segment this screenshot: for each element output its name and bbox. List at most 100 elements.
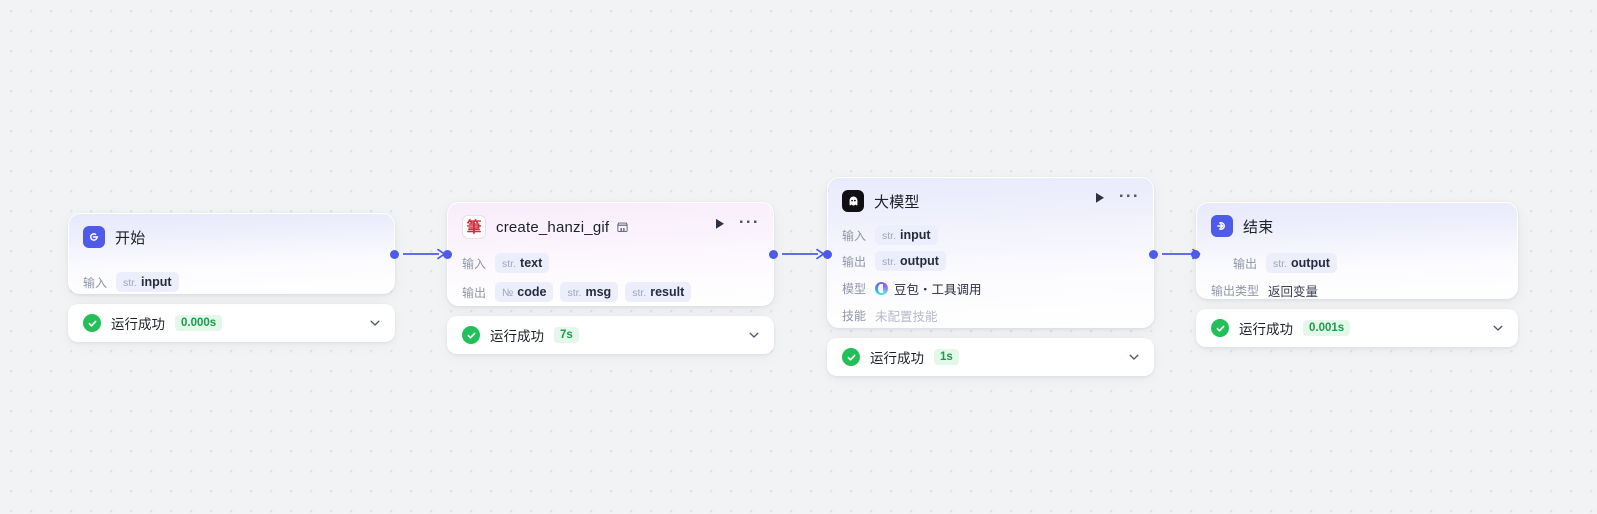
more-icon[interactable]: ··· — [1118, 186, 1140, 205]
node-end-header: 结束 — [1197, 203, 1517, 243]
node-llm-status-bar[interactable]: 运行成功 1s — [827, 338, 1154, 376]
node-end-row-output: 输出 str.output — [1211, 251, 1503, 275]
node-plugin-header: 筆 create_hanzi_gif — [448, 203, 773, 245]
pill-name: code — [517, 285, 547, 299]
connector-start-to-plugin — [403, 248, 446, 260]
end-arrow-icon — [1211, 215, 1233, 237]
port-plugin-output[interactable] — [769, 250, 778, 259]
row-label: 输入 — [842, 228, 867, 243]
chevron-down-icon[interactable] — [1491, 321, 1505, 335]
output-type-value: 返回变量 — [1268, 284, 1319, 299]
pill-name: output — [900, 254, 939, 268]
node-start-title: 开始 — [115, 229, 146, 247]
node-plugin-actions[interactable]: ··· — [714, 212, 760, 231]
node-llm-row-input: 输入 str.input — [842, 223, 1139, 247]
node-start[interactable]: 开始 输入 str.input 运行成功 0.000s — [68, 213, 395, 342]
check-icon — [83, 314, 101, 332]
port-start-output[interactable] — [390, 250, 399, 259]
pill-name: output — [1291, 256, 1330, 270]
param-pill-input[interactable]: str.input — [875, 225, 938, 245]
brush-hanzi-icon: 筆 — [462, 215, 486, 239]
row-label: 输出 — [842, 254, 867, 269]
row-label: 输出 — [462, 285, 487, 300]
chevron-down-icon[interactable] — [1127, 350, 1141, 364]
node-llm-row-model: 模型 豆包・工具调用 — [842, 276, 1139, 300]
node-start-row-input: 输入 str.input — [83, 270, 380, 293]
node-llm-header: 大模型 ··· — [828, 178, 1153, 218]
llm-ghost-icon — [842, 190, 864, 212]
check-icon — [842, 348, 860, 366]
port-llm-output[interactable] — [1149, 250, 1158, 259]
port-llm-input[interactable] — [823, 250, 832, 259]
node-plugin-title: create_hanzi_gif — [496, 218, 610, 236]
play-icon[interactable] — [714, 218, 726, 231]
status-duration: 1s — [934, 349, 959, 365]
port-plugin-input[interactable] — [443, 250, 452, 259]
check-icon — [462, 326, 480, 344]
node-llm-actions[interactable]: ··· — [1094, 186, 1140, 205]
port-end-input[interactable] — [1191, 250, 1200, 259]
model-value[interactable]: 豆包・工具调用 — [875, 279, 982, 298]
pill-type: str. — [567, 287, 582, 299]
chevron-down-icon[interactable] — [747, 328, 761, 342]
model-name: 豆包・工具调用 — [894, 282, 982, 297]
status-duration: 0.000s — [175, 315, 223, 331]
row-label: 输入 — [83, 275, 108, 290]
store-icon — [616, 221, 629, 234]
node-end-body: 输出 str.output 输出类型 返回变量 — [1197, 243, 1517, 299]
status-text: 运行成功 — [490, 329, 544, 344]
pill-type: str. — [882, 256, 897, 268]
node-start-status-bar[interactable]: 运行成功 0.000s — [68, 304, 395, 342]
status-text: 运行成功 — [1239, 322, 1293, 337]
node-start-card[interactable]: 开始 输入 str.input — [68, 213, 395, 294]
pill-type: № — [502, 287, 514, 299]
node-llm-body: 输入 str.input 输出 str.output 模型 豆包・工具调用 — [828, 218, 1153, 327]
param-pill-output[interactable]: str.output — [875, 251, 946, 271]
connector-plugin-to-llm — [782, 248, 825, 260]
more-icon[interactable]: ··· — [738, 212, 760, 231]
pill-name: input — [900, 228, 931, 242]
row-label: 模型 — [842, 281, 867, 296]
status-text: 运行成功 — [870, 351, 924, 366]
node-end-status-bar[interactable]: 运行成功 0.001s — [1196, 309, 1518, 347]
pill-name: msg — [585, 285, 612, 299]
pill-type: str. — [882, 230, 897, 242]
doubao-icon — [875, 281, 889, 295]
node-end-title: 结束 — [1243, 218, 1274, 236]
param-pill-output[interactable]: str.output — [1266, 253, 1337, 273]
param-pill-input[interactable]: str.input — [116, 272, 179, 292]
play-icon[interactable] — [1094, 192, 1106, 205]
row-label: 输出 — [1233, 256, 1258, 271]
node-plugin-row-input: 输入 str.text — [462, 251, 759, 275]
status-duration: 0.001s — [1303, 320, 1351, 336]
param-pill-result[interactable]: str.result — [625, 282, 692, 302]
row-label: 输出类型 — [1211, 283, 1260, 298]
node-plugin-status-bar[interactable]: 运行成功 7s — [447, 316, 774, 354]
node-start-body: 输入 str.input — [69, 254, 394, 293]
pill-type: str. — [123, 277, 138, 289]
row-label: 技能 — [842, 308, 867, 323]
node-plugin[interactable]: 筆 create_hanzi_gif — [447, 202, 774, 354]
start-circle-icon — [83, 226, 105, 248]
status-duration: 7s — [554, 327, 579, 343]
node-llm-row-output: 输出 str.output — [842, 249, 1139, 273]
skill-value: 未配置技能 — [875, 309, 938, 324]
node-plugin-card[interactable]: 筆 create_hanzi_gif — [447, 202, 774, 306]
param-pill-msg[interactable]: str.msg — [560, 282, 619, 302]
pill-name: text — [520, 256, 543, 270]
node-end-card[interactable]: 结束 输出 str.output 输出类型 返回变量 — [1196, 202, 1518, 299]
node-llm[interactable]: 大模型 ··· 输入 str.input — [827, 177, 1154, 376]
node-start-header: 开始 — [69, 214, 394, 254]
node-llm-card[interactable]: 大模型 ··· 输入 str.input — [827, 177, 1154, 328]
param-pill-text[interactable]: str.text — [495, 253, 550, 273]
pill-name: result — [650, 285, 685, 299]
node-end[interactable]: 结束 输出 str.output 输出类型 返回变量 — [1196, 202, 1518, 347]
node-llm-title: 大模型 — [874, 193, 920, 211]
node-llm-row-skill: 技能 未配置技能 — [842, 303, 1139, 327]
row-label: 输入 — [462, 256, 487, 271]
chevron-down-icon[interactable] — [368, 316, 382, 330]
